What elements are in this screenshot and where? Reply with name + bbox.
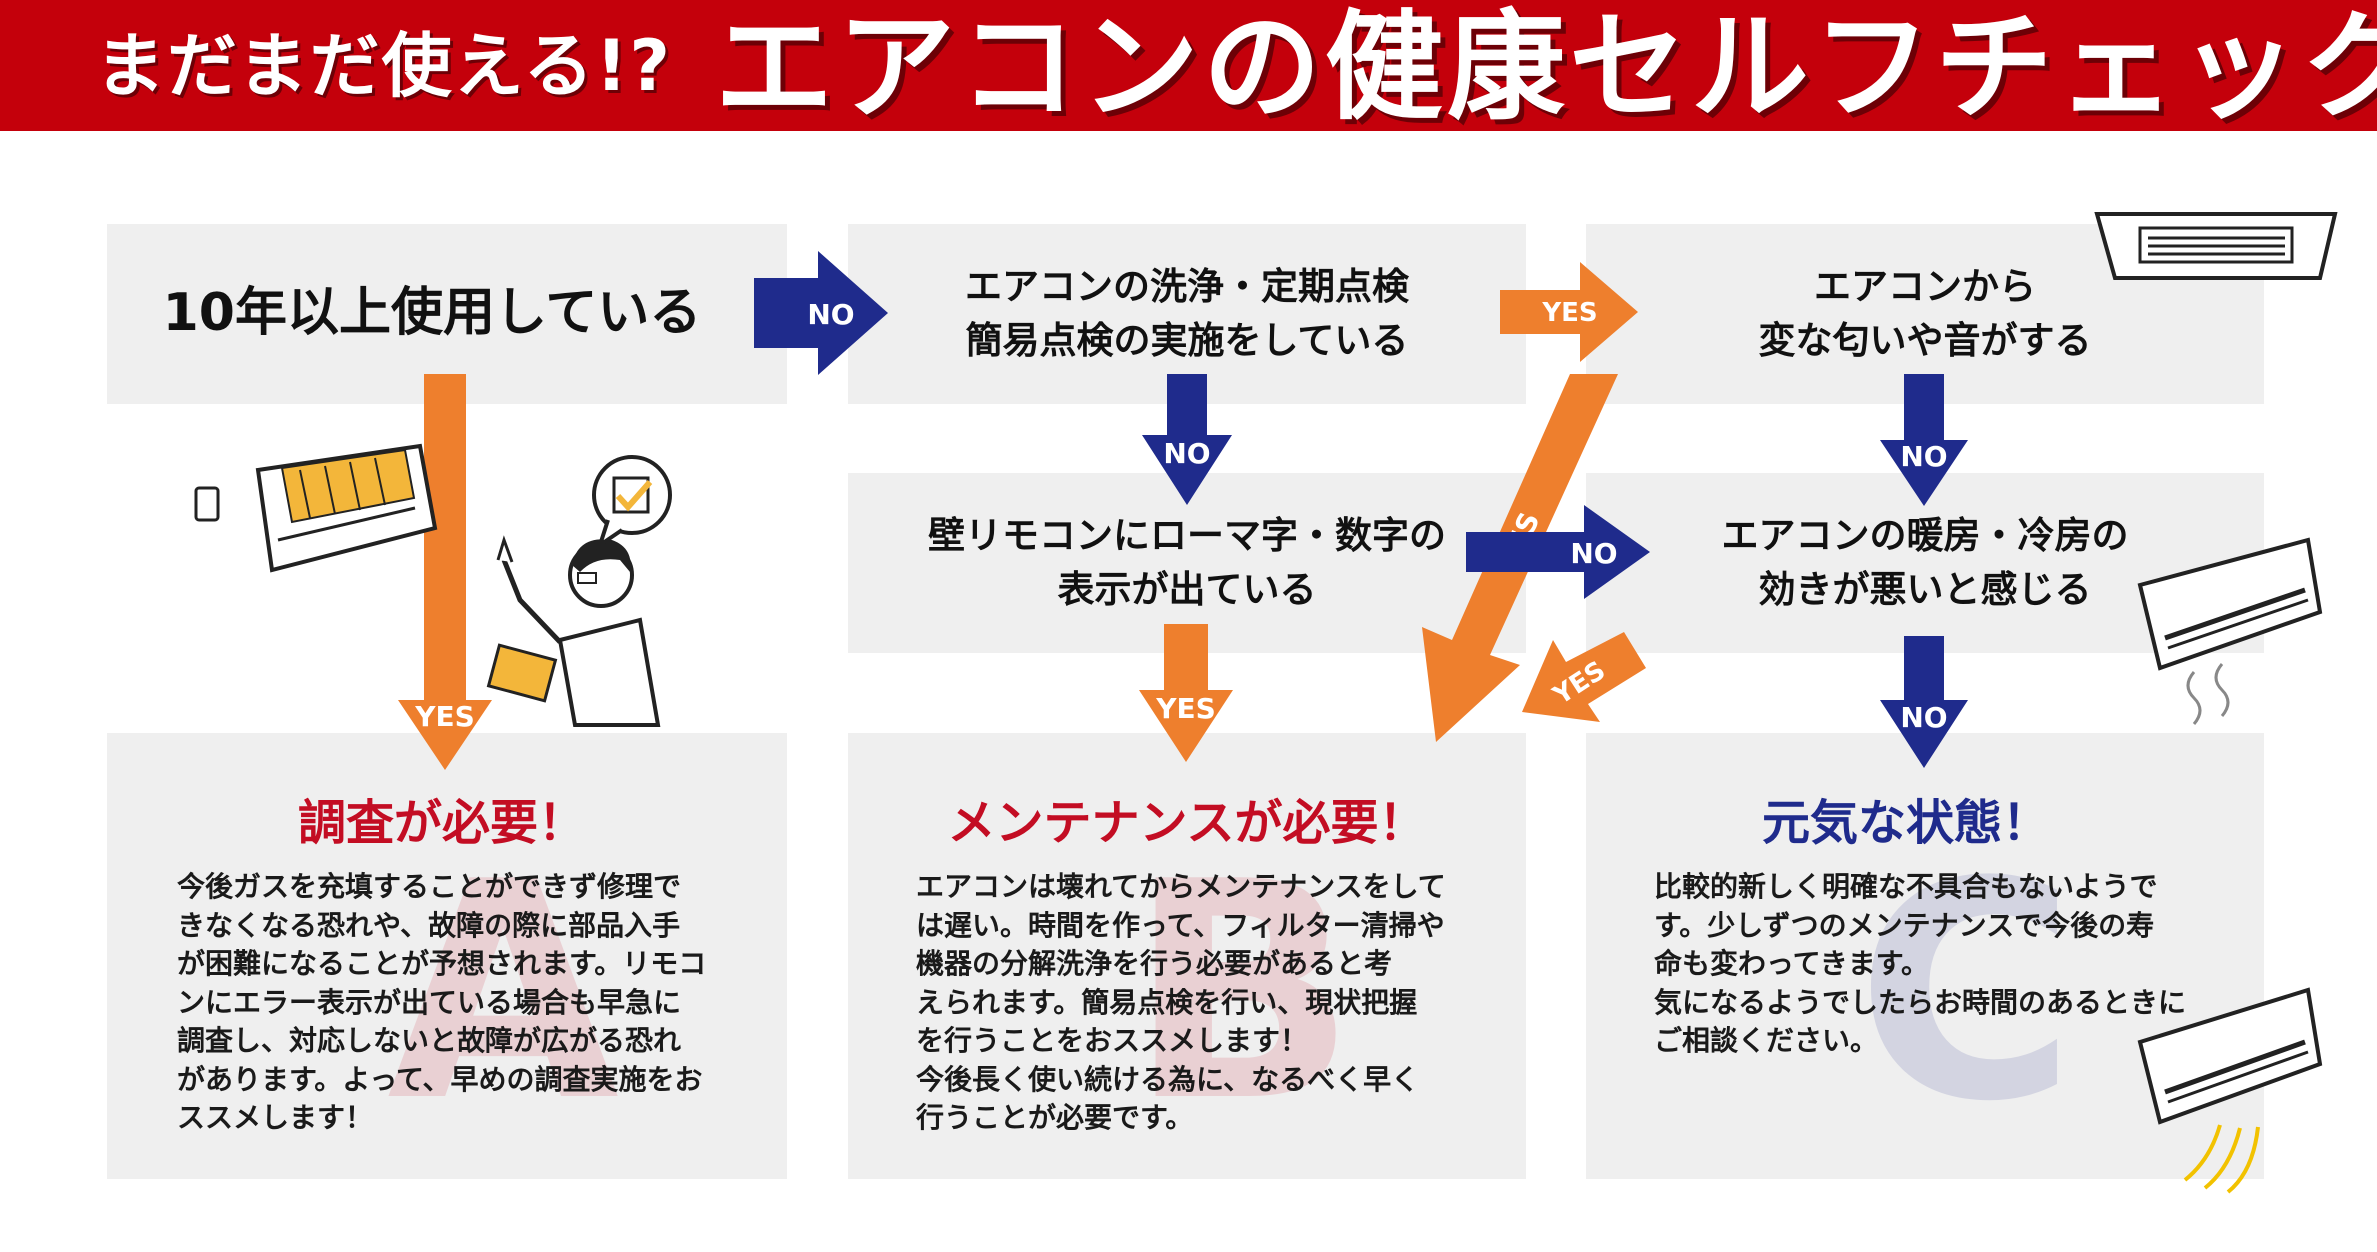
arrow-q2-no-label: NO (1163, 437, 1210, 470)
arrow-q3-no: NO (1880, 374, 1968, 506)
arrow-q1-yes-label: YES (414, 700, 475, 733)
arrow-q1-no-label: NO (807, 298, 854, 331)
result-a-body: 今後ガスを充填することができず修理で きなくなる恐れや、故障の際に部品入手 が困… (177, 870, 707, 1134)
arrow-q5-no: NO (1880, 636, 1968, 768)
page-title: エアコンの健康セルフチェック (715, 0, 2377, 136)
result-c-body: 比較的新しく明確な不具合もないようで す。少しずつのメンテナンスで今後の寿 命も… (1654, 870, 2187, 1057)
wall-ac-cool-icon (2137, 537, 2323, 725)
header-banner: まだまだ使える!? エアコンの健康セルフチェック (0, 0, 2377, 135)
wall-ac-unit-icon (194, 443, 438, 573)
arrow-q5-yes: YES (1522, 632, 1646, 722)
checkmark-bubble-icon (592, 455, 672, 550)
arrow-q4-yes-label: YES (1155, 692, 1216, 725)
arrow-q3-no-label: NO (1900, 440, 1947, 473)
question-1-text: 10年以上使用している (162, 283, 702, 344)
question-4-text: 壁リモコンにローマ字・数字の 表示が出ている (928, 514, 1446, 611)
ceiling-ac-unit-icon (2094, 212, 2338, 280)
arrow-q1-no: NO (754, 251, 888, 375)
result-a-letter: A (387, 818, 620, 1167)
arrow-q4-no: NO (1466, 505, 1650, 599)
question-3-text: エアコンから 変な匂いや音がする (1758, 265, 2092, 362)
result-b-title: メンテナンスが必要！ (947, 795, 1427, 851)
question-box-1: 10年以上使用している (107, 224, 787, 404)
arrow-q1-yes: YES (398, 374, 492, 770)
result-b-body: エアコンは壊れてからメンテナンスをして は遅い。時間を作って、フィルター清掃や … (916, 870, 1446, 1134)
arrow-q2-no: NO (1142, 374, 1232, 505)
wall-ac-warm-icon (2137, 987, 2323, 1194)
arrow-q2-yes: YES (1500, 262, 1638, 362)
arrow-q4-yes: YES (1139, 624, 1233, 762)
result-c-letter: C (1856, 818, 2077, 1167)
result-b-letter: B (1128, 818, 1357, 1167)
result-box-b: B メンテナンスが必要！ エアコンは壊れてからメンテナンスをして は遅い。時間を… (848, 733, 1526, 1179)
question-box-4: 壁リモコンにローマ字・数字の 表示が出ている (848, 473, 1526, 653)
technician-pointing-icon (486, 535, 661, 727)
arrow-q5-no-label: NO (1900, 701, 1947, 734)
result-a-title: 調査が必要！ (297, 795, 586, 851)
result-c-title: 元気な状態！ (1761, 795, 2050, 851)
result-box-c: C 元気な状態！ 比較的新しく明確な不具合もないようで す。少しずつのメンテナン… (1586, 733, 2264, 1179)
header-subtitle: まだまだ使える!? (95, 25, 673, 107)
arrow-q4-no-label: NO (1570, 537, 1617, 570)
question-2-text: エアコンの洗浄・定期点検 簡易点検の実施をしている (965, 265, 1409, 362)
question-5-text: エアコンの暖房・冷房の 効きが悪いと感じる (1721, 514, 2129, 611)
result-box-a: A 調査が必要！ 今後ガスを充填することができず修理で きなくなる恐れや、故障の… (107, 733, 787, 1179)
arrow-q2-yes-label: YES (1541, 298, 1597, 328)
